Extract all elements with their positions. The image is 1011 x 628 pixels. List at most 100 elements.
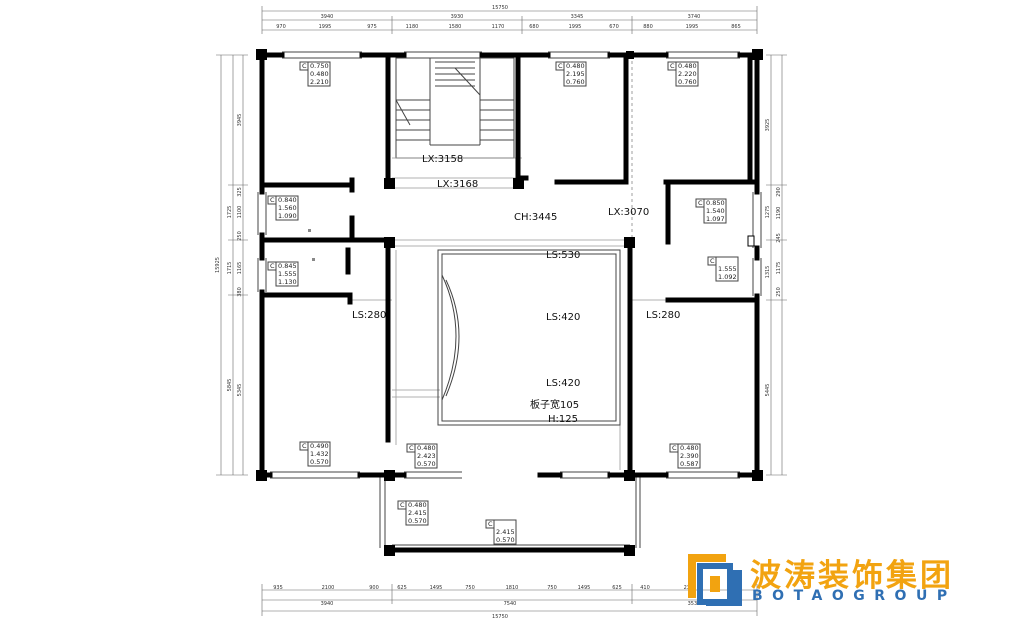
svg-text:0.570: 0.570 (496, 536, 515, 544)
window-tag-3: C 0.480 2.220 0.760 (667, 61, 699, 87)
window-tag-10: C 0.480 2.390 0.587 (669, 443, 701, 469)
window-tag-9: C 0.480 2.423 0.570 (406, 443, 438, 469)
window-tag-5: C 0.845 1.555 1.130 (267, 261, 299, 287)
label-lx-3168: LX:3168 (437, 179, 478, 190)
left-seg-2: 1715 (227, 262, 233, 275)
left-dimensions: 15925 1725 1715 5845 3945 325 1100 250 1… (215, 54, 248, 476)
svg-text:C: C (672, 444, 677, 452)
window-tag-4: C 0.840 1.560 1.090 (267, 195, 299, 221)
svg-text:C: C (302, 62, 307, 70)
svg-text:2.390: 2.390 (680, 452, 699, 460)
left-sub-5: 1165 (237, 262, 243, 275)
bottom-sub-6: 750 (465, 585, 475, 591)
bottom-seg-1: 3940 (321, 601, 334, 607)
window-tag-7: C 1.555 1.092 (707, 256, 739, 282)
bottom-seg-3: 3530 (688, 601, 701, 607)
svg-text:C: C (400, 501, 405, 509)
top-sub-10: 880 (643, 24, 653, 30)
top-sub-6: 1170 (492, 24, 505, 30)
svg-text:C: C (558, 62, 563, 70)
right-seg-2: 1275 (765, 206, 771, 219)
svg-text:2.415: 2.415 (496, 528, 515, 536)
left-sub-1: 3945 (237, 114, 243, 127)
label-height: H:125 (548, 414, 578, 425)
bottom-total-dim: 15750 (492, 614, 508, 620)
svg-text:1.555: 1.555 (278, 270, 297, 278)
left-seg-1: 1725 (227, 206, 233, 219)
central-void (437, 249, 621, 426)
company-logo: 波涛装饰集团 BOTAOGROUP (686, 548, 996, 618)
top-sub-12: 865 (731, 24, 741, 30)
logo-mark-icon (688, 554, 742, 606)
label-ls-530: LS:530 (546, 250, 580, 261)
left-sub-4: 250 (237, 231, 243, 241)
svg-text:2.415: 2.415 (408, 509, 427, 517)
top-sub-9: 670 (609, 24, 619, 30)
svg-text:1.097: 1.097 (706, 215, 725, 223)
top-sub-2: 1995 (319, 24, 332, 30)
svg-text:C: C (670, 62, 675, 70)
svg-text:0.850: 0.850 (706, 199, 725, 207)
top-sub-4: 1180 (406, 24, 419, 30)
bottom-sub-1: 935 (273, 585, 283, 591)
bottom-sub-2: 2100 (322, 585, 335, 591)
top-sub-5: 1580 (449, 24, 462, 30)
window-tag-8: C 0.490 1.432 0.570 (299, 441, 331, 467)
svg-text:0.570: 0.570 (310, 458, 329, 466)
top-sub-11: 1995 (686, 24, 699, 30)
label-lx-3158: LX:3158 (422, 154, 463, 165)
label-lx-3070: LX:3070 (608, 207, 649, 218)
bottom-sub-7: 1810 (506, 585, 519, 591)
label-ls-420-b: LS:420 (546, 378, 580, 389)
svg-text:0.840: 0.840 (278, 196, 297, 204)
left-sub-3: 1100 (237, 206, 243, 219)
top-seg-3: 3345 (571, 14, 584, 20)
bottom-sub-11: 410 (640, 585, 650, 591)
bottom-dimensions: 935 2100 900 625 1495 750 1810 750 1495 … (261, 584, 758, 620)
right-dimensions: 3925 1275 1315 5445 290 1190 245 1175 25… (765, 54, 787, 476)
right-sub-1: 290 (776, 187, 782, 197)
svg-text:0.750: 0.750 (310, 62, 329, 70)
window-tag-2: C 0.480 2.195 0.760 (555, 61, 587, 87)
bottom-sub-4: 625 (397, 585, 407, 591)
floor-marker (312, 258, 315, 261)
svg-text:2.220: 2.220 (678, 70, 697, 78)
svg-text:0.480: 0.480 (417, 444, 436, 452)
label-ls-280-right: LS:280 (646, 310, 680, 321)
svg-text:1.540: 1.540 (706, 207, 725, 215)
top-sub-1: 970 (276, 24, 286, 30)
window-tag-6: C 0.850 1.540 1.097 (695, 198, 727, 224)
top-sub-8: 1995 (569, 24, 582, 30)
floor-marker (308, 229, 311, 232)
svg-text:1.555: 1.555 (718, 265, 737, 273)
svg-text:C: C (270, 196, 275, 204)
staircase (395, 57, 515, 159)
walls (257, 51, 762, 479)
svg-text:0.570: 0.570 (408, 517, 427, 525)
top-sub-3: 975 (367, 24, 377, 30)
top-seg-2: 3930 (451, 14, 464, 20)
right-seg-1: 3925 (765, 119, 771, 132)
window-tag-12: C 2.415 0.570 (485, 519, 517, 545)
svg-text:C: C (302, 442, 307, 450)
svg-text:C: C (698, 199, 703, 207)
right-sub-3: 245 (776, 233, 782, 243)
svg-text:C: C (270, 262, 275, 270)
top-seg-4: 3740 (688, 14, 701, 20)
svg-text:0.480: 0.480 (310, 70, 329, 78)
svg-text:0.760: 0.760 (678, 78, 697, 86)
svg-text:2.210: 2.210 (310, 78, 329, 86)
bottom-sub-3: 900 (369, 585, 379, 591)
right-sub-4: 1175 (776, 262, 782, 275)
right-seg-3: 1315 (765, 266, 771, 279)
svg-text:C: C (488, 520, 493, 528)
top-sub-7: 680 (529, 24, 539, 30)
columns (256, 49, 763, 556)
balcony (379, 475, 641, 553)
svg-text:0.490: 0.490 (310, 442, 329, 450)
bottom-sub-5: 1495 (430, 585, 443, 591)
right-sub-2: 1190 (776, 207, 782, 220)
svg-text:2.195: 2.195 (566, 70, 585, 78)
left-sub-2: 325 (237, 187, 243, 197)
